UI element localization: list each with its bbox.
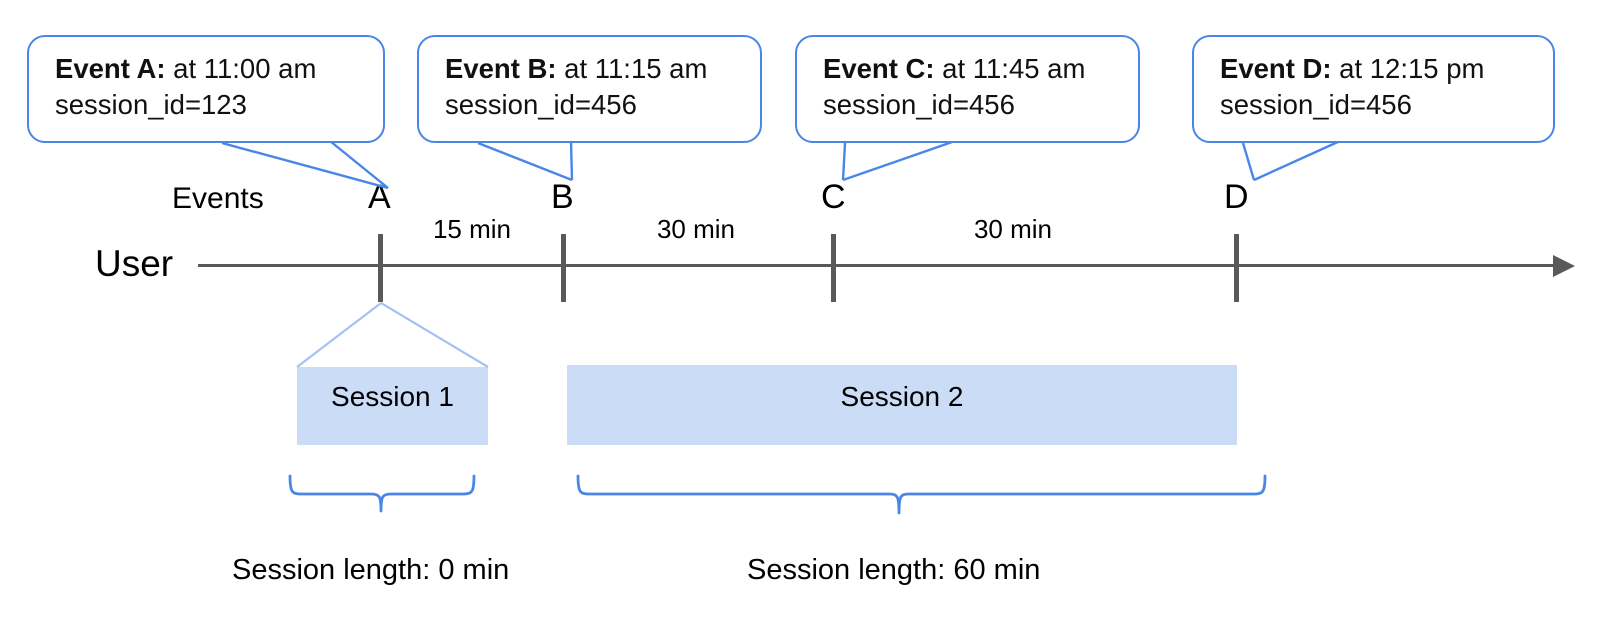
callout-a-title: Event A: [55, 53, 166, 84]
callout-c-line1: Event C: at 11:45 am [823, 51, 1118, 87]
callout-d-time: at 12:15 pm [1331, 53, 1485, 84]
timeline-arrow-icon [1553, 255, 1575, 277]
event-label-d: D [1224, 178, 1249, 216]
callout-b-line1: Event B: at 11:15 am [445, 51, 740, 87]
callout-c-tail-icon [841, 139, 956, 182]
session-1-brace-icon [288, 474, 476, 513]
lane-label-user: User [95, 243, 174, 284]
lane-label-events: Events [172, 182, 264, 215]
callout-d-tail-icon [1241, 139, 1341, 182]
event-tick-d [1234, 234, 1239, 302]
callout-c-line2: session_id=456 [823, 88, 1015, 120]
callout-c-title: Event C: [823, 53, 935, 84]
callout-b-tail-icon [477, 140, 574, 182]
callout-b-time: at 11:15 am [556, 53, 708, 84]
callout-a-tail-icon [221, 140, 389, 190]
event-label-b: B [551, 178, 574, 216]
timeline-axis [198, 264, 1556, 267]
callout-event-c: Event C: at 11:45 am session_id=456 [795, 35, 1140, 143]
callout-event-d: Event D: at 12:15 pm session_id=456 [1192, 35, 1555, 143]
duration-label-ab: 15 min [432, 214, 512, 244]
callout-d-title: Event D: [1220, 53, 1332, 84]
callout-d-line1: Event D: at 12:15 pm [1220, 51, 1533, 87]
callout-a-time: at 11:00 am [165, 53, 317, 84]
event-tick-c [831, 234, 836, 302]
callout-event-a: Event A: at 11:00 am session_id=123 [27, 35, 385, 143]
session-bar-1 [297, 367, 488, 445]
callout-a-line1: Event A: at 11:00 am [55, 51, 363, 87]
session-bar-2-label: Session 2 [840, 381, 964, 412]
session-2-brace-icon [576, 474, 1267, 515]
session-length-label-2: Session length: 60 min [747, 554, 1041, 586]
session-bar-2 [567, 365, 1237, 445]
event-tick-b [561, 234, 566, 302]
session-bar-1-label: Session 1 [331, 381, 454, 412]
callout-c-time: at 11:45 am [934, 53, 1086, 84]
callout-b-line2: session_id=456 [445, 88, 637, 120]
duration-label-cd: 30 min [973, 214, 1053, 244]
callout-a-line2: session_id=123 [55, 88, 247, 120]
duration-label-bc: 30 min [656, 214, 736, 244]
event-tick-a [378, 234, 383, 302]
session-1-tent-lines [296, 302, 489, 368]
callout-d-line2: session_id=456 [1220, 88, 1412, 120]
callout-b-title: Event B: [445, 53, 557, 84]
session-length-label-1: Session length: 0 min [232, 554, 510, 586]
event-label-a: A [368, 178, 391, 216]
event-label-c: C [821, 178, 846, 216]
callout-event-b: Event B: at 11:15 am session_id=456 [417, 35, 762, 143]
